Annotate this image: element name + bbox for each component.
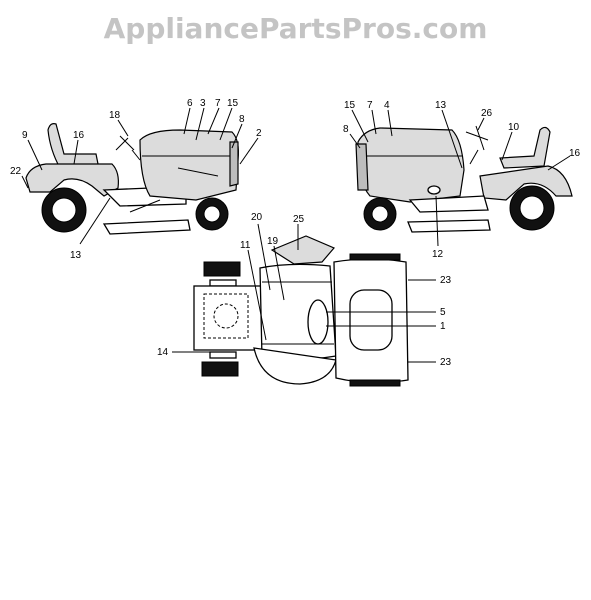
callout-20-top: 20	[251, 212, 263, 223]
callout-14-top: 14	[157, 347, 169, 358]
callout-12-right: 12	[432, 249, 444, 260]
callout-4-right: 4	[384, 100, 390, 111]
callout-6-left: 6	[187, 98, 193, 109]
callout-16-left: 16	[73, 130, 85, 141]
callout-3-left: 3	[200, 98, 206, 109]
callout-7-right: 7	[367, 100, 373, 111]
callout-8-left: 8	[239, 114, 245, 125]
tractor-right-view	[355, 125, 573, 233]
callout-15-right: 15	[344, 100, 356, 111]
callout-22-left: 22	[10, 166, 22, 177]
callout-1-top: 1	[440, 321, 446, 332]
callout-16-right: 16	[569, 148, 581, 159]
callout-2-left: 2	[256, 128, 262, 139]
callout-18-left: 18	[109, 110, 121, 121]
callout-23-top-lower: 23	[440, 357, 452, 368]
callout-labels: 18 6 3 7 15 8 2 9 16 22 13 15 7 4 13 26 …	[10, 98, 581, 368]
callout-9-left: 9	[22, 130, 28, 141]
callout-10-right: 10	[508, 122, 520, 133]
callout-5-top: 5	[440, 307, 446, 318]
callout-23-top-upper: 23	[440, 275, 452, 286]
callout-15-left: 15	[227, 98, 239, 109]
callout-8-right: 8	[343, 124, 349, 135]
tractor-top-view	[193, 235, 409, 387]
callout-7-left: 7	[215, 98, 221, 109]
callout-25-top: 25	[293, 214, 305, 225]
callout-19-top: 19	[267, 236, 279, 247]
leader-lines	[21, 107, 571, 363]
watermark: AppliancePartsPros.com	[103, 12, 488, 45]
callout-13-left: 13	[70, 250, 82, 261]
callout-13-right: 13	[435, 100, 447, 111]
callout-26-right: 26	[481, 108, 493, 119]
tractor-left-view	[25, 123, 239, 235]
callout-11-top: 11	[240, 240, 251, 251]
